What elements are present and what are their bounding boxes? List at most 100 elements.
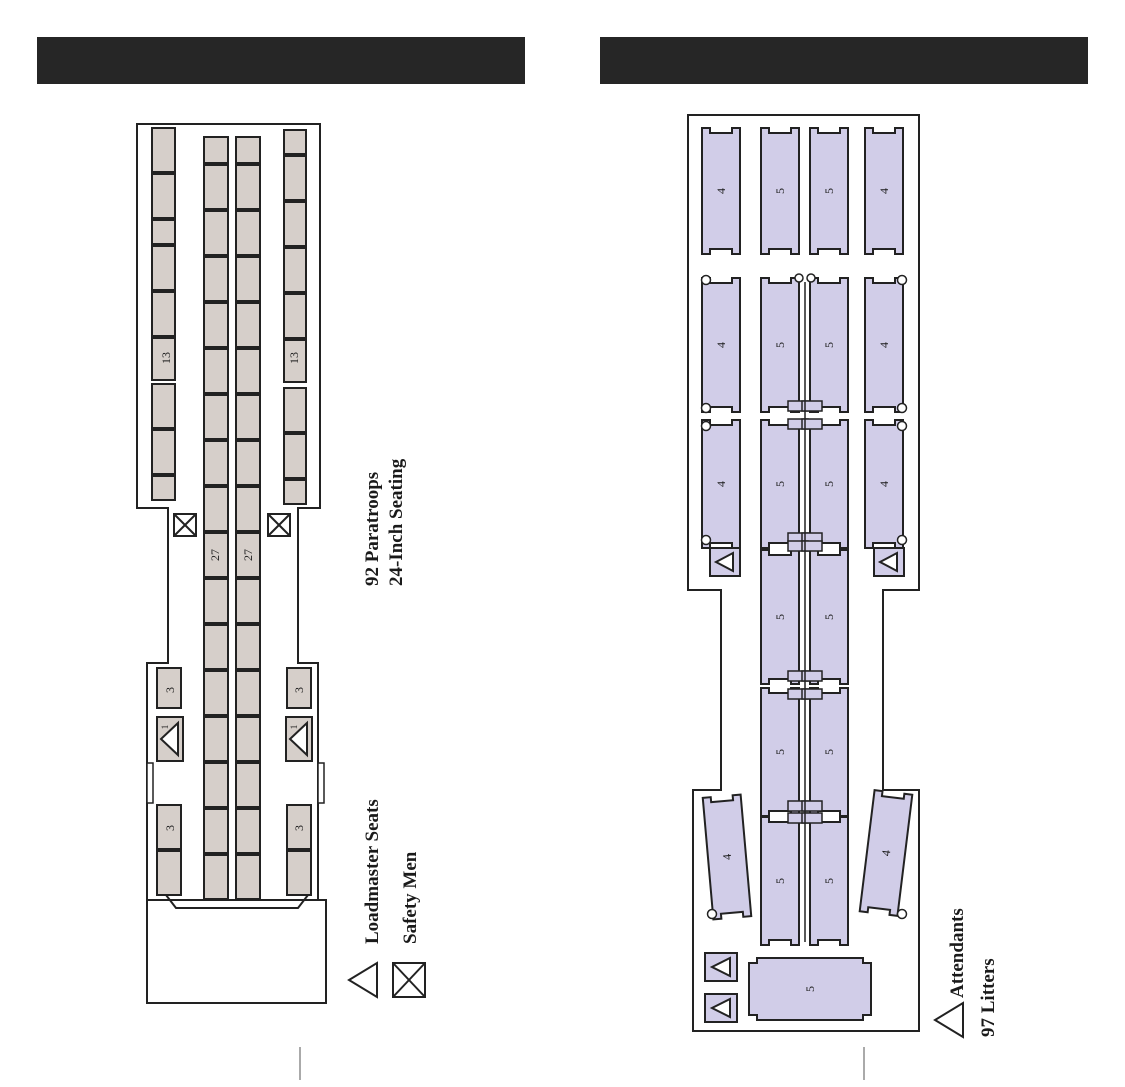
attendant-seat [704, 993, 738, 1023]
attendant-seat [709, 547, 741, 577]
seat-count-outer-left: 13 [159, 352, 173, 364]
litter: 5 [760, 687, 800, 817]
litter-count: 4 [720, 853, 734, 860]
door-right [317, 762, 325, 804]
seat-block-outer-right [283, 339, 307, 383]
litter-count: 4 [877, 481, 891, 487]
seat-block-center-left [203, 808, 229, 854]
stanchion-pole [794, 273, 804, 283]
litter-count: 5 [773, 188, 787, 194]
litter: 5 [809, 549, 849, 685]
seat-block-outer-right [283, 201, 307, 247]
seat-block-center-right [235, 670, 261, 716]
seat-block-aft-lower-right [286, 850, 312, 896]
seat-block-center-left [203, 394, 229, 440]
left-seat-blocks [151, 127, 312, 900]
litter-angled-left: 4 [701, 793, 753, 921]
litter: 5 [760, 127, 800, 255]
litter-angled-right: 4 [858, 789, 914, 917]
triangle-icon [709, 997, 731, 1019]
seat-block-center-right [235, 532, 261, 578]
litter: 4 [701, 419, 741, 549]
litter-count: 5 [822, 188, 836, 194]
triangle-icon [347, 961, 378, 999]
litter-count: 5 [822, 749, 836, 755]
stanchion-pole [896, 420, 908, 432]
stanchion-pole [896, 534, 908, 546]
seat-count-center-left: 27 [208, 549, 222, 561]
legend-attendants-label: Attendants [947, 908, 968, 998]
litter-bottom: 5 [748, 957, 872, 1021]
fuselage-outline-right [687, 114, 920, 1032]
seat-block-outer-left [151, 337, 176, 381]
litter-count: 5 [803, 986, 817, 992]
seat-block-center-right [235, 486, 261, 532]
litter: 5 [809, 277, 849, 413]
seat-count-aft-lower-right: 3 [292, 825, 306, 831]
stanchion-connector [801, 418, 823, 430]
litter: 4 [701, 127, 741, 255]
seat-block-center-right [235, 716, 261, 762]
seat-block-center-right [235, 808, 261, 854]
seat-block-outer-left [151, 127, 176, 173]
seat-count-center-right: 27 [241, 549, 255, 561]
title-line-2: 24-Inch Seating [386, 458, 407, 586]
title-line-1: 92 Paratroops [362, 472, 383, 586]
seat-block-center-right [235, 256, 261, 302]
triangle-icon [933, 1001, 964, 1039]
seat-block-center-right [235, 164, 261, 210]
seat-block-center-left [203, 670, 229, 716]
seat-block-center-left [203, 486, 229, 532]
seat-block-center-left [203, 716, 229, 762]
triangle-icon [877, 551, 898, 573]
litter-count: 5 [822, 878, 836, 884]
seat-block-center-right [235, 210, 261, 256]
crossed-box-icon [392, 962, 426, 998]
triangle-icon [713, 551, 734, 573]
seat-count-outer-right: 13 [287, 352, 301, 364]
stanchion-pole [896, 274, 908, 286]
litter: 5 [760, 419, 800, 549]
seat-block-outer-right [283, 247, 307, 293]
litter: 4 [701, 277, 741, 413]
stanchion-connector [801, 688, 823, 700]
litter-count: 5 [773, 342, 787, 348]
door-left [146, 762, 154, 804]
seat-block-center-right [235, 348, 261, 394]
stanchion-pole [806, 273, 816, 283]
litter-count: 4 [879, 849, 894, 857]
stanchion-pole [706, 908, 718, 920]
seat-block-center-left [203, 440, 229, 486]
litter-count: 5 [822, 614, 836, 620]
loadmaster-count-left: 1 [160, 725, 170, 730]
litter-count: 5 [773, 749, 787, 755]
triangle-icon [709, 956, 731, 978]
attendant-seat [873, 547, 905, 577]
seat-block-center-left [203, 210, 229, 256]
loadmaster-count-right: 1 [289, 725, 299, 730]
fuselage-outline-left [136, 123, 327, 1004]
seat-block-center-left [203, 136, 229, 164]
seat-block-aft-lower-right [286, 804, 312, 850]
seat-block-center-right [235, 302, 261, 348]
litter-count: 4 [877, 188, 891, 194]
legend-safety-label: Safety Men [400, 851, 421, 944]
litter-count: 4 [877, 342, 891, 348]
litter-count: 5 [822, 342, 836, 348]
litter: 4 [864, 127, 904, 255]
seat-block-center-right [235, 624, 261, 670]
stanchion-pole [700, 274, 712, 286]
seat-block-center-left [203, 624, 229, 670]
seat-block-center-right [235, 394, 261, 440]
seat-block-outer-right [283, 433, 307, 479]
header-bar-left [37, 37, 525, 84]
litter: 5 [809, 419, 849, 549]
seat-block-center-left [203, 302, 229, 348]
seat-block-center-left [203, 578, 229, 624]
stanchion-pole [700, 534, 712, 546]
litter: 4 [864, 419, 904, 549]
seat-block-center-left [203, 348, 229, 394]
seat-block-center-right [235, 440, 261, 486]
